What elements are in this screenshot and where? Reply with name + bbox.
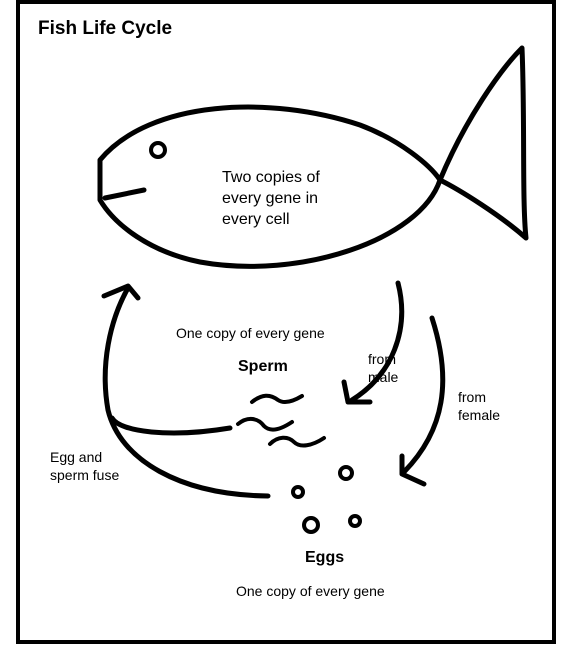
fuse-text: Egg and sperm fuse bbox=[50, 448, 119, 484]
egg-1 bbox=[340, 467, 352, 479]
fish-gene-text: Two copies of every gene in every cell bbox=[222, 167, 382, 230]
sperm-2 bbox=[238, 419, 292, 430]
fish-gene-line-1: Two copies of bbox=[222, 167, 382, 188]
egg-3 bbox=[304, 518, 318, 532]
fish-gene-line-2: every gene in bbox=[222, 188, 382, 209]
from-male-text: from male bbox=[368, 350, 398, 386]
from-female-line-2: female bbox=[458, 406, 500, 424]
fuse-line-1: Egg and bbox=[50, 448, 119, 466]
diagram-title: Fish Life Cycle bbox=[38, 18, 172, 40]
fish-eye bbox=[151, 143, 165, 157]
arrow-fuse-outer bbox=[105, 288, 268, 496]
eggs-gene-text: One copy of every gene bbox=[236, 583, 385, 599]
arrow-fuse-inner bbox=[112, 418, 230, 433]
from-female-text: from female bbox=[458, 388, 500, 424]
eggs-label: Eggs bbox=[305, 549, 344, 567]
egg-2 bbox=[293, 487, 303, 497]
egg-4 bbox=[350, 516, 360, 526]
sperm-1 bbox=[252, 396, 302, 402]
fish-gene-line-3: every cell bbox=[222, 209, 382, 230]
sperm-gene-text: One copy of every gene bbox=[176, 325, 325, 341]
sperm-label: Sperm bbox=[238, 358, 288, 376]
from-male-line-1: from bbox=[368, 350, 398, 368]
arrow-from-female bbox=[404, 318, 443, 472]
fuse-line-2: sperm fuse bbox=[50, 466, 119, 484]
from-female-line-1: from bbox=[458, 388, 500, 406]
fish-mouth bbox=[105, 190, 144, 198]
from-male-line-2: male bbox=[368, 368, 398, 386]
fish-tail bbox=[440, 48, 526, 238]
sperm-3 bbox=[270, 438, 324, 446]
